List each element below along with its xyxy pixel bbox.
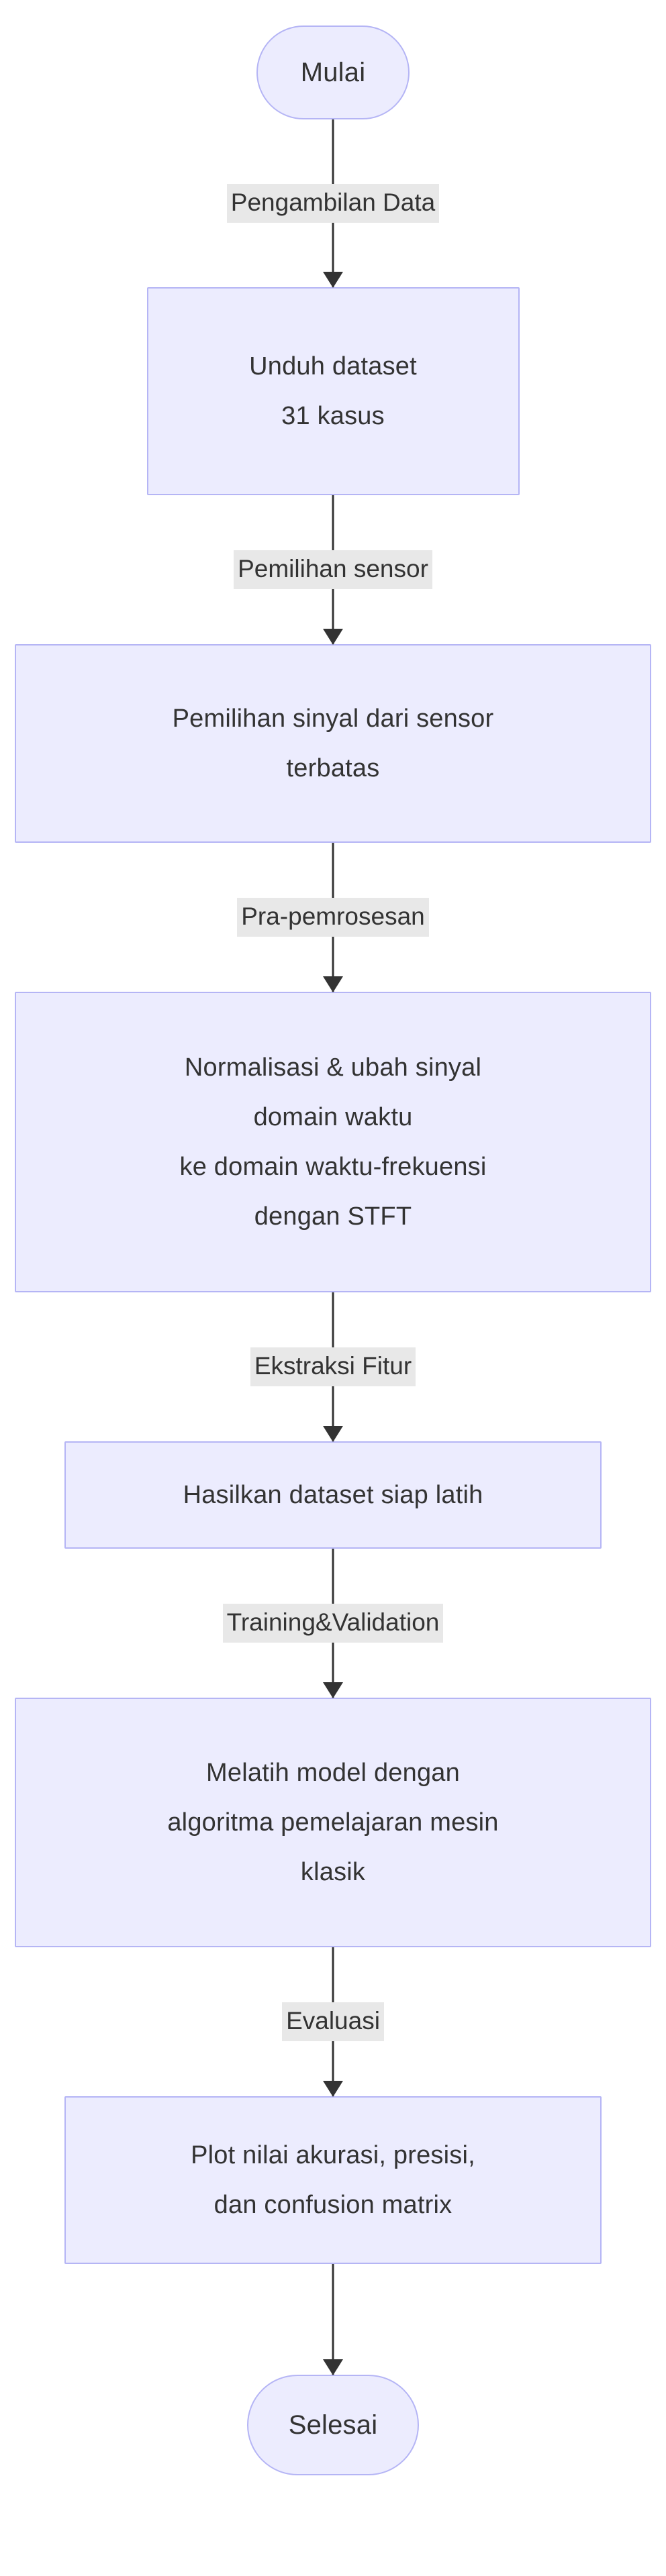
node-unduh-dataset[interactable]: Unduh dataset 31 kasus [146,287,520,495]
edge-step5-to-step6: Evaluasi [0,1947,666,2097]
edge-step3-to-step4: Ekstraksi Fitur [0,1292,666,1442]
node-melatih-model-line-3: klasik [300,1858,366,1887]
edge-step6-to-end [0,2264,666,2375]
node-pemilihan-sinyal-line-2: terbatas [286,754,380,782]
node-pemilihan-sinyal[interactable]: Pemilihan sinyal dari sensor terbatas [15,644,651,843]
edge-line [332,2264,334,2375]
edge-label-pra-pemrosesan: Pra-pemrosesan [237,898,429,937]
edge-step2-to-step3: Pra-pemrosesan [0,843,666,992]
edge-label-training-validation: Training&Validation [222,1604,444,1643]
edge-label-pemilihan-sensor: Pemilihan sensor [234,550,432,589]
arrowhead-icon [323,976,343,992]
arrowhead-icon [323,629,343,645]
node-hasilkan-dataset[interactable]: Hasilkan dataset siap latih [64,1441,602,1549]
edge-label-ekstraksi-fitur: Ekstraksi Fitur [250,1347,416,1386]
node-normalisasi-stft-line-3: ke domain waktu-frekuensi [179,1153,487,1181]
node-plot-metrik[interactable]: Plot nilai akurasi, presisi, dan confusi… [64,2096,602,2264]
node-end-label: Selesai [288,2410,378,2440]
node-plot-metrik-line-1: Plot nilai akurasi, presisi, [191,2141,475,2169]
node-hasilkan-dataset-line-1: Hasilkan dataset siap latih [183,1480,483,1509]
node-start[interactable]: Mulai [256,25,410,119]
node-normalisasi-stft-line-1: Normalisasi & ubah sinyal [184,1053,482,1082]
node-start-label: Mulai [300,58,366,87]
node-plot-metrik-line-2: dan confusion matrix [213,2191,453,2219]
edge-label-evaluasi: Evaluasi [282,2002,384,2041]
arrowhead-icon [323,2359,343,2375]
node-normalisasi-stft-line-4: dengan STFT [254,1202,412,1231]
arrowhead-icon [323,2081,343,2097]
node-normalisasi-stft-line-2: domain waktu [253,1102,413,1131]
arrowhead-icon [323,1682,343,1698]
edge-start-to-step1: Pengambilan Data [0,119,666,288]
node-pemilihan-sinyal-line-1: Pemilihan sinyal dari sensor [172,704,494,733]
flowchart-column: Mulai Pengambilan Data Unduh dataset 31 … [0,25,666,2475]
arrowhead-icon [323,272,343,288]
arrowhead-icon [323,1426,343,1442]
node-normalisasi-stft[interactable]: Normalisasi & ubah sinyal domain waktu k… [15,992,651,1292]
edge-label-pengambilan-data: Pengambilan Data [226,184,440,223]
node-melatih-model-line-1: Melatih model dengan [206,1758,460,1787]
edge-step1-to-step2: Pemilihan sensor [0,495,666,645]
edge-step4-to-step5: Training&Validation [0,1549,666,1698]
node-melatih-model[interactable]: Melatih model dengan algoritma pemelajar… [15,1698,651,1947]
node-melatih-model-line-2: algoritma pemelajaran mesin [167,1808,499,1837]
node-unduh-dataset-line-2: 31 kasus [281,402,385,430]
node-end[interactable]: Selesai [247,2375,419,2475]
node-unduh-dataset-line-1: Unduh dataset [249,352,417,380]
